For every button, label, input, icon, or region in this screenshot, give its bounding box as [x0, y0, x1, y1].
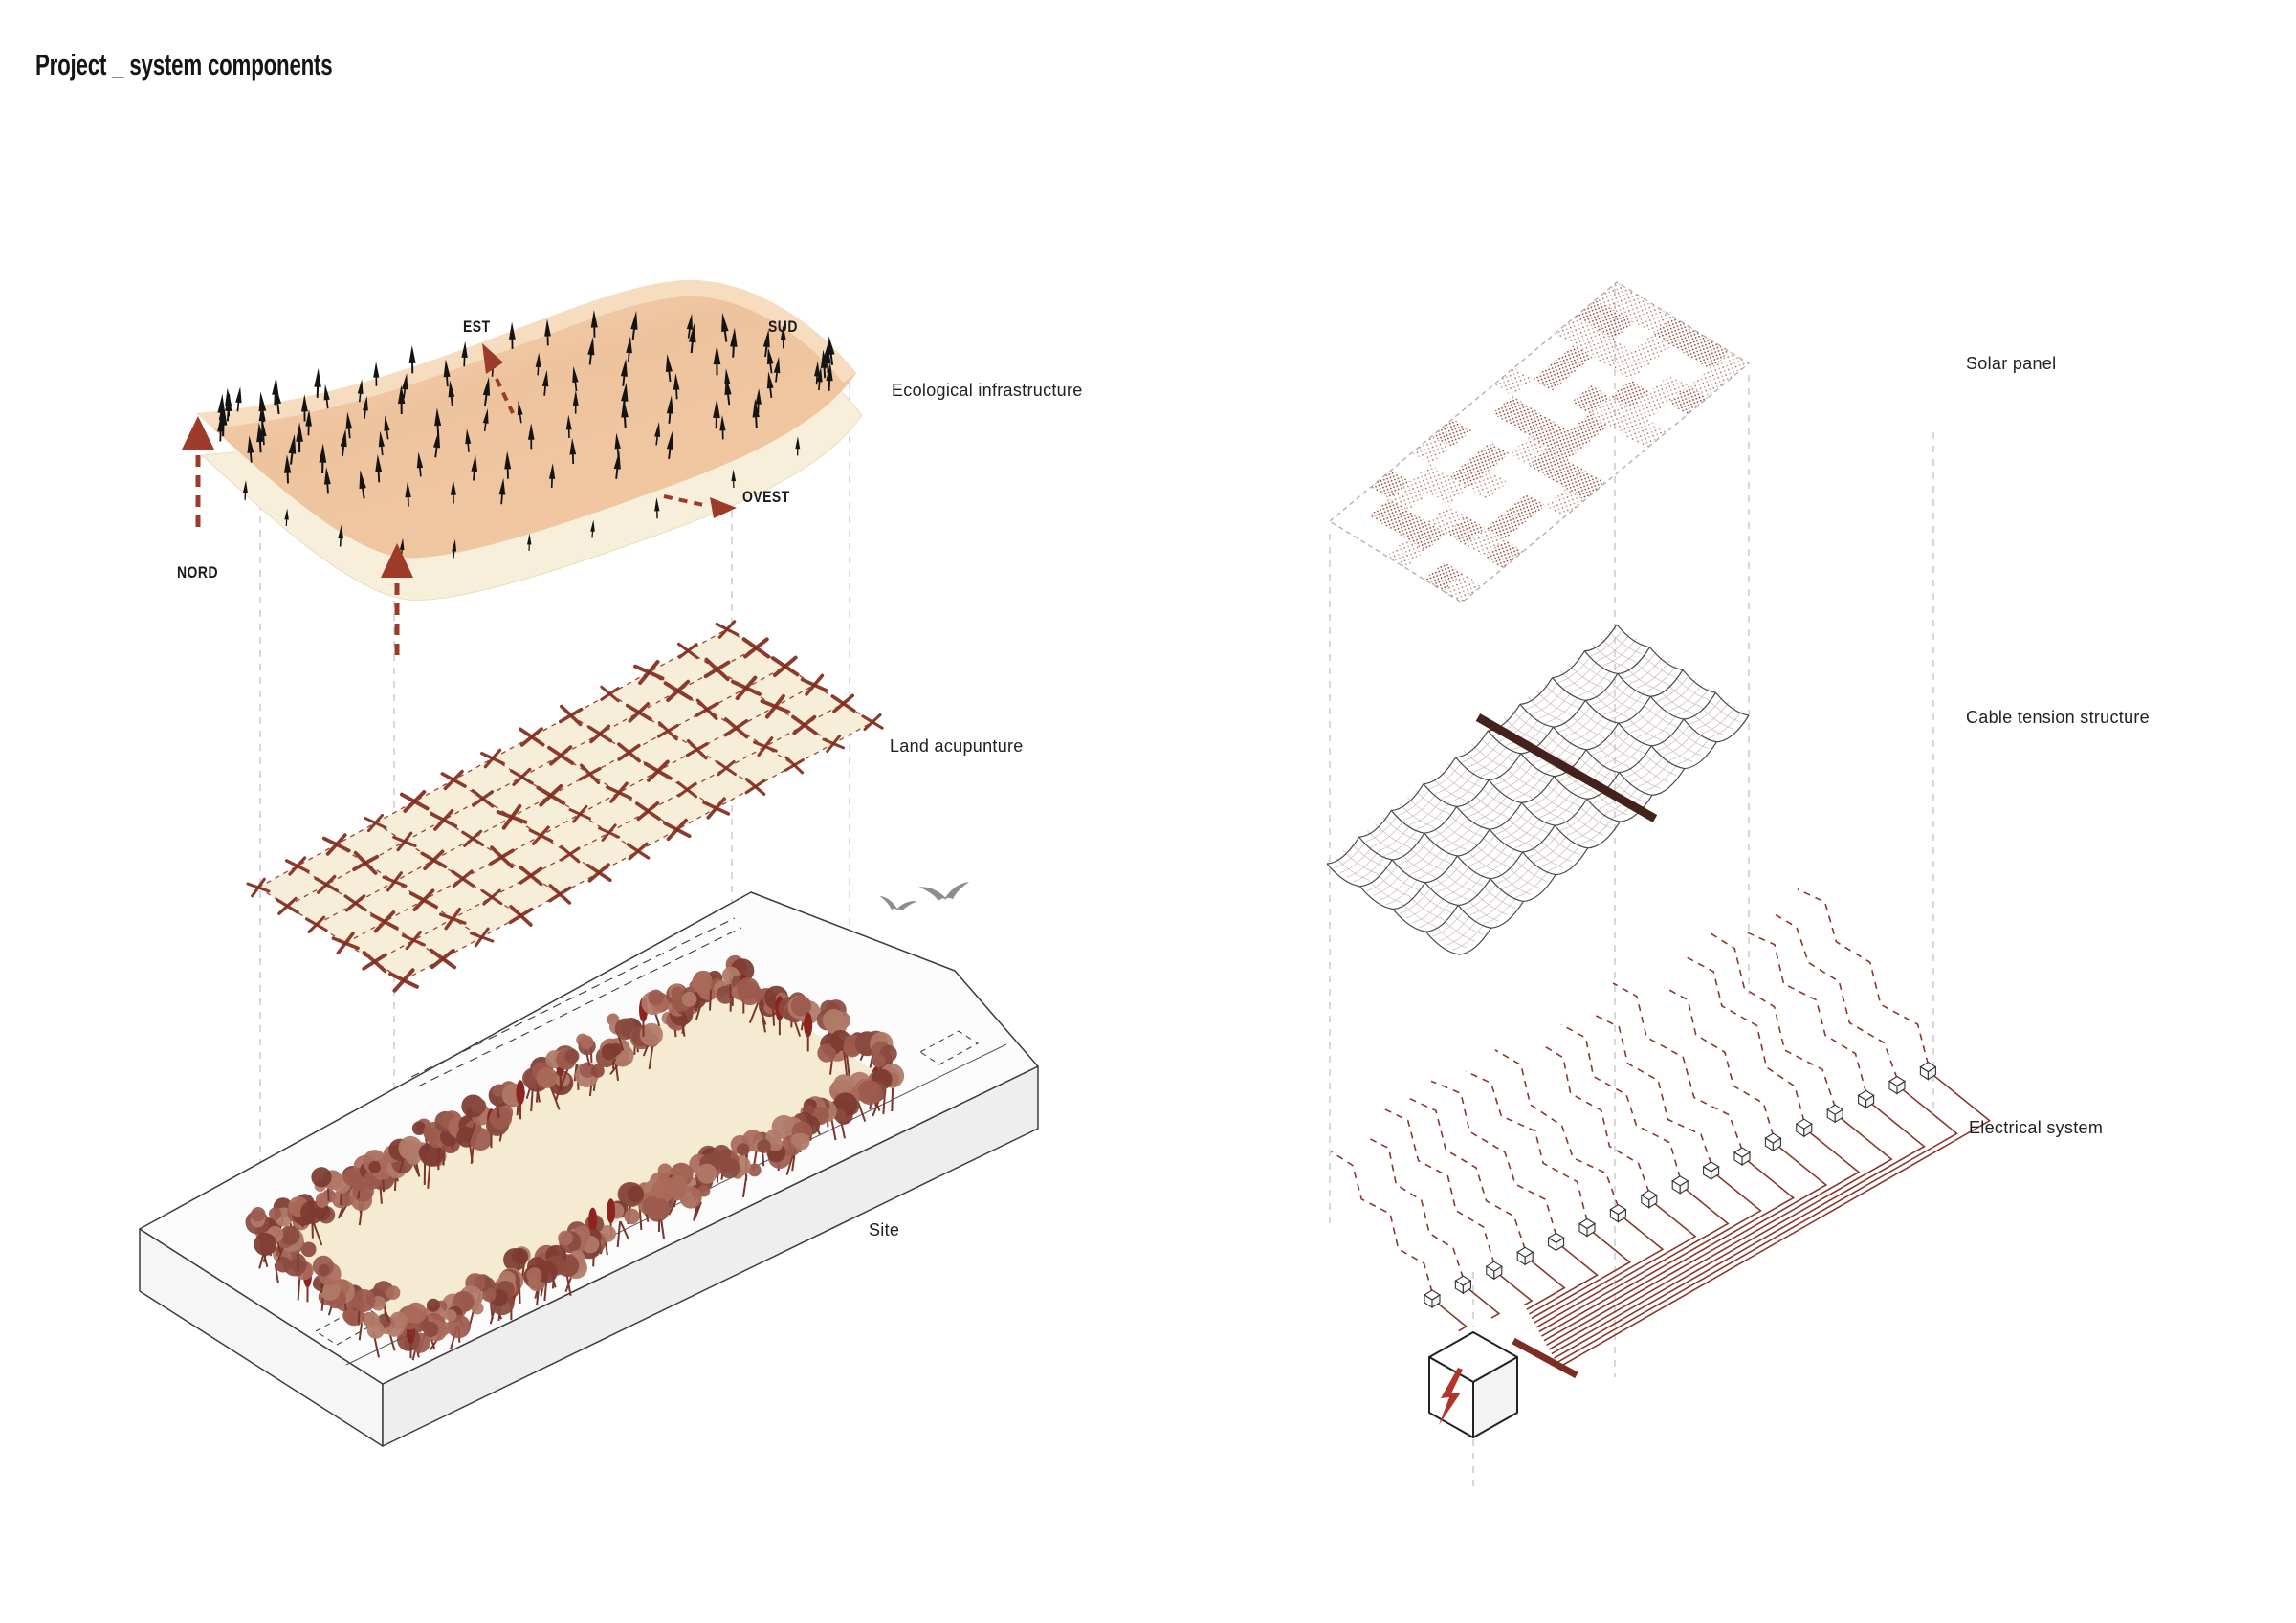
compass-label-east: EST — [463, 318, 491, 336]
connector-box-icon — [1547, 1232, 1565, 1252]
connector-box-icon — [1919, 1061, 1937, 1081]
site-layer — [139, 891, 1039, 1447]
field-arrow-icon — [381, 543, 413, 655]
connector-box-icon — [1857, 1089, 1875, 1109]
connector-box-icon — [1454, 1275, 1472, 1295]
connector-box-icon — [1795, 1118, 1813, 1138]
east-arrow-icon — [482, 343, 515, 414]
connector-box-icon — [1671, 1175, 1689, 1195]
connector-box-icon — [1826, 1104, 1844, 1124]
electrical-system-layer — [1331, 888, 1992, 1438]
connector-box-icon — [1733, 1147, 1752, 1166]
land-acupuncture-layer — [246, 620, 884, 993]
cable-tension-layer — [1326, 624, 1750, 955]
bird-icon — [879, 882, 969, 911]
north-arrow-icon — [182, 416, 214, 536]
compass-label-south: SUD — [768, 318, 798, 336]
compass-arrows — [182, 343, 737, 655]
west-arrow-icon — [663, 494, 737, 518]
connector-box-icon — [1888, 1075, 1907, 1095]
label-cable-tension-structure: Cable tension structure — [1966, 708, 2150, 727]
label-ecological-infrastructure: Ecological infrastructure — [892, 381, 1083, 400]
connector-box-icon — [1764, 1132, 1782, 1152]
compass-label-north: NORD — [177, 563, 219, 581]
connector-box-icon — [1578, 1217, 1597, 1238]
page-title: Project _ system components — [35, 48, 333, 81]
connector-box-icon — [1423, 1289, 1442, 1308]
connector-box-icon — [1702, 1161, 1720, 1180]
ecological-infrastructure-layer — [196, 279, 863, 601]
connector-box-icon — [1609, 1203, 1627, 1223]
label-electrical-system: Electrical system — [1969, 1118, 2104, 1137]
electrical-box-icon — [1428, 1331, 1518, 1438]
connector-box-icon — [1516, 1246, 1534, 1266]
connector-box-icon — [1485, 1261, 1503, 1281]
lightning-bolt-icon — [1439, 1368, 1463, 1425]
label-land-acupuncture: Land acupunture — [890, 736, 1024, 756]
solar-panel-layer — [1328, 281, 1751, 603]
compass-label-west: OVEST — [742, 488, 790, 506]
label-site: Site — [869, 1220, 900, 1239]
label-solar-panel: Solar panel — [1966, 354, 2057, 373]
connector-box-icon — [1640, 1190, 1658, 1209]
